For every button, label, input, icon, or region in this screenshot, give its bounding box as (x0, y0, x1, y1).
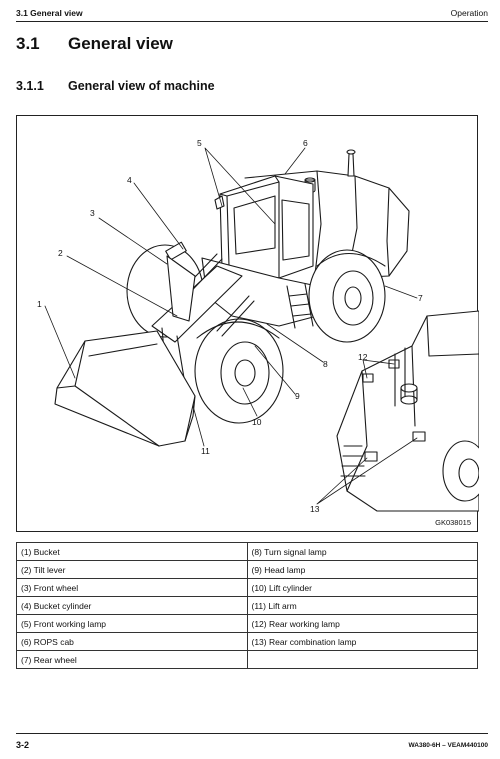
machine-figure: 1 2 3 4 5 6 7 8 9 10 11 12 13 GK038015 (16, 115, 479, 532)
callout-9: 9 (295, 391, 300, 401)
legend-cell: (9) Head lamp (246, 560, 478, 579)
table-row: (2) Tilt lever (9) Head lamp (16, 560, 478, 579)
header-section: 3.1 General view (16, 8, 83, 18)
page-header: 3.1 General view Operation (16, 6, 488, 20)
legend-cell: (3) Front wheel (16, 578, 248, 597)
legend-cell: (11) Lift arm (246, 596, 478, 615)
legend-cell: (8) Turn signal lamp (246, 542, 478, 561)
legend-cell: (12) Rear working lamp (246, 614, 478, 633)
table-row: (3) Front wheel (10) Lift cylinder (16, 578, 478, 597)
leader-lines (44, 147, 418, 505)
wheel-loader-drawing (54, 149, 410, 447)
table-row: (6) ROPS cab (13) Rear combination lamp (16, 632, 478, 651)
callout-4: 4 (127, 175, 132, 185)
table-row: (5) Front working lamp (12) Rear working… (16, 614, 478, 633)
table-row: (7) Rear wheel (16, 650, 478, 669)
callout-6: 6 (303, 138, 308, 148)
legend-cell: (7) Rear wheel (16, 650, 248, 669)
legend-cell: (6) ROPS cab (16, 632, 248, 651)
callout-labels: 1 2 3 4 5 6 7 8 9 10 11 12 13 (37, 138, 423, 514)
subsection-title: General view of machine (68, 79, 215, 93)
header-rule (16, 21, 488, 22)
callout-13: 13 (310, 504, 320, 514)
table-row: (1) Bucket (8) Turn signal lamp (16, 542, 478, 561)
subsection-number: 3.1.1 (16, 79, 44, 93)
callout-11: 11 (201, 446, 210, 456)
footer-rule (16, 733, 488, 734)
legend-cell (246, 650, 478, 669)
legend-cell: (4) Bucket cylinder (16, 596, 248, 615)
figure-code: GK038015 (435, 518, 471, 527)
legend-cell: (13) Rear combination lamp (246, 632, 478, 651)
section-title: General view (68, 34, 173, 53)
callout-8: 8 (323, 359, 328, 369)
legend-cell: (2) Tilt lever (16, 560, 248, 579)
legend-cell: (10) Lift cylinder (246, 578, 478, 597)
callout-5: 5 (197, 138, 202, 148)
document-code: WA380-6H – VEAM440100 (408, 742, 489, 749)
header-chapter: Operation (450, 8, 488, 18)
legend-cell: (5) Front working lamp (16, 614, 248, 633)
page-number: 3-2 (16, 740, 30, 750)
callout-10: 10 (252, 417, 262, 427)
callout-3: 3 (90, 208, 95, 218)
table-row: (4) Bucket cylinder (11) Lift arm (16, 596, 478, 615)
callout-2: 2 (58, 248, 63, 258)
legend-table: (1) Bucket (8) Turn signal lamp (2) Tilt… (16, 542, 478, 669)
section-number: 3.1 (16, 34, 40, 53)
callout-12: 12 (358, 352, 368, 362)
callout-7: 7 (418, 293, 423, 303)
rear-view-drawing (336, 310, 479, 512)
legend-cell: (1) Bucket (16, 542, 248, 561)
wheel-loader-illustration: 1 2 3 4 5 6 7 8 9 10 11 12 13 (37, 138, 479, 514)
callout-1: 1 (37, 299, 42, 309)
